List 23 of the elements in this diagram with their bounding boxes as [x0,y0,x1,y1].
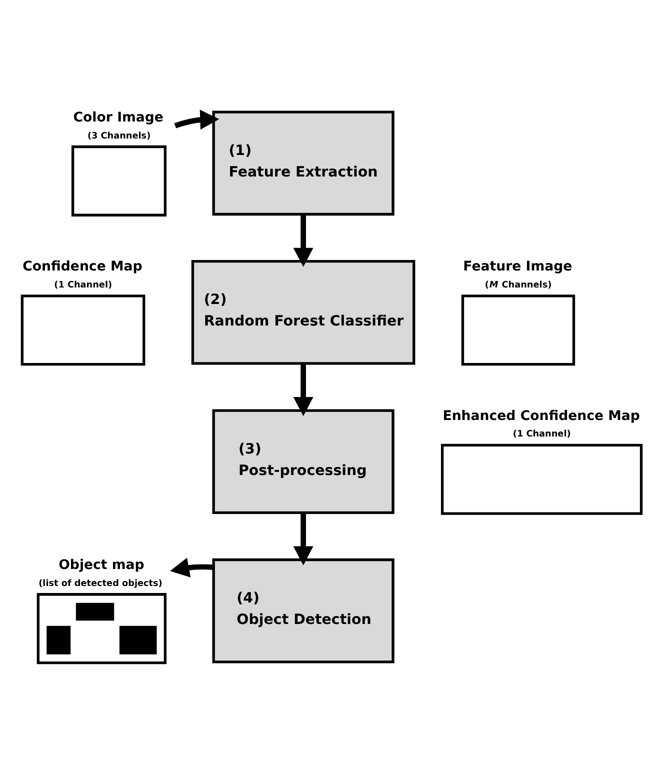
arrow [293,214,314,266]
node-box [440,443,643,514]
node-label: (1 Channel) [54,280,112,290]
node-label: (list of detected objects) [38,578,162,588]
node-label: Enhanced Confidence Map [442,408,640,424]
node-box [71,144,167,216]
node-box: (2) Random Forest Classifier [191,259,416,364]
arrow [293,512,314,565]
node-label: Color Image [73,110,164,125]
node-label: (1 Channel) [512,429,571,440]
node-box: (4) Object Detection [212,558,394,663]
node-box [20,294,146,366]
node-label: Feature Image [463,259,572,274]
arrow [293,363,314,416]
node-label: Confidence Map [22,259,142,274]
node-label: (3 Channels) [87,130,151,141]
node-box [36,592,167,664]
arrow [170,557,214,577]
node-box: (3) Post-processing [212,408,394,514]
node-label: (M Channels) [484,280,552,290]
node-label: Object map [58,558,144,573]
node-box: (1) Feature Extraction [212,110,394,216]
node-box [461,294,576,366]
